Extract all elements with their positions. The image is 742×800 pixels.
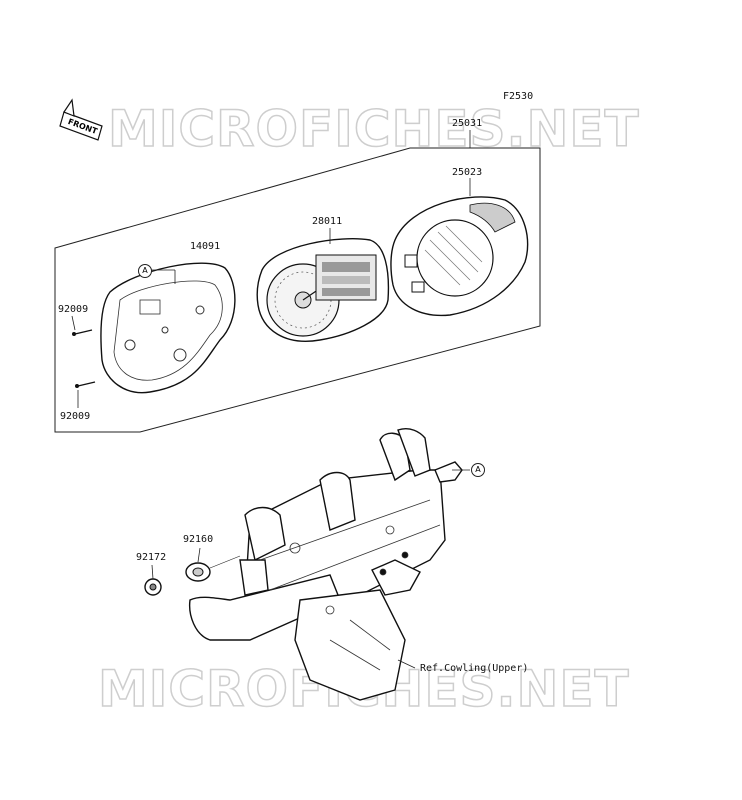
ref-cowling-note: Ref.Cowling(Upper): [420, 663, 529, 674]
screw-lower: [75, 381, 96, 408]
part-number-25031: 25031: [452, 118, 483, 129]
part-number-25023: 25023: [452, 167, 483, 178]
part-number-28011: 28011: [312, 216, 343, 227]
meter-unit-part: [256, 228, 390, 342]
collar-part: [144, 564, 162, 596]
part-number-92009-upper: 92009: [58, 304, 89, 315]
callout-a-lower: A: [471, 463, 485, 477]
watermark-top: MICROFICHES.NET: [107, 100, 640, 158]
bracket-details: [259, 499, 441, 671]
grommet-part: [185, 547, 241, 582]
callout-a-upper: A: [138, 264, 152, 278]
front-arrow-icon: FRONT: [59, 98, 103, 141]
part-number-92009-lower: 92009: [60, 411, 91, 422]
meter-bracket-part: [188, 428, 463, 701]
figure-code: F2530: [503, 91, 534, 102]
part-number-92172: 92172: [136, 552, 167, 563]
part-number-14091: 14091: [190, 241, 221, 252]
assembly-outline: [54, 147, 541, 433]
upper-cover-part: [390, 178, 529, 317]
screw-upper: [71, 315, 93, 336]
part-number-92160: 92160: [183, 534, 214, 545]
lower-case-part: [100, 262, 236, 394]
